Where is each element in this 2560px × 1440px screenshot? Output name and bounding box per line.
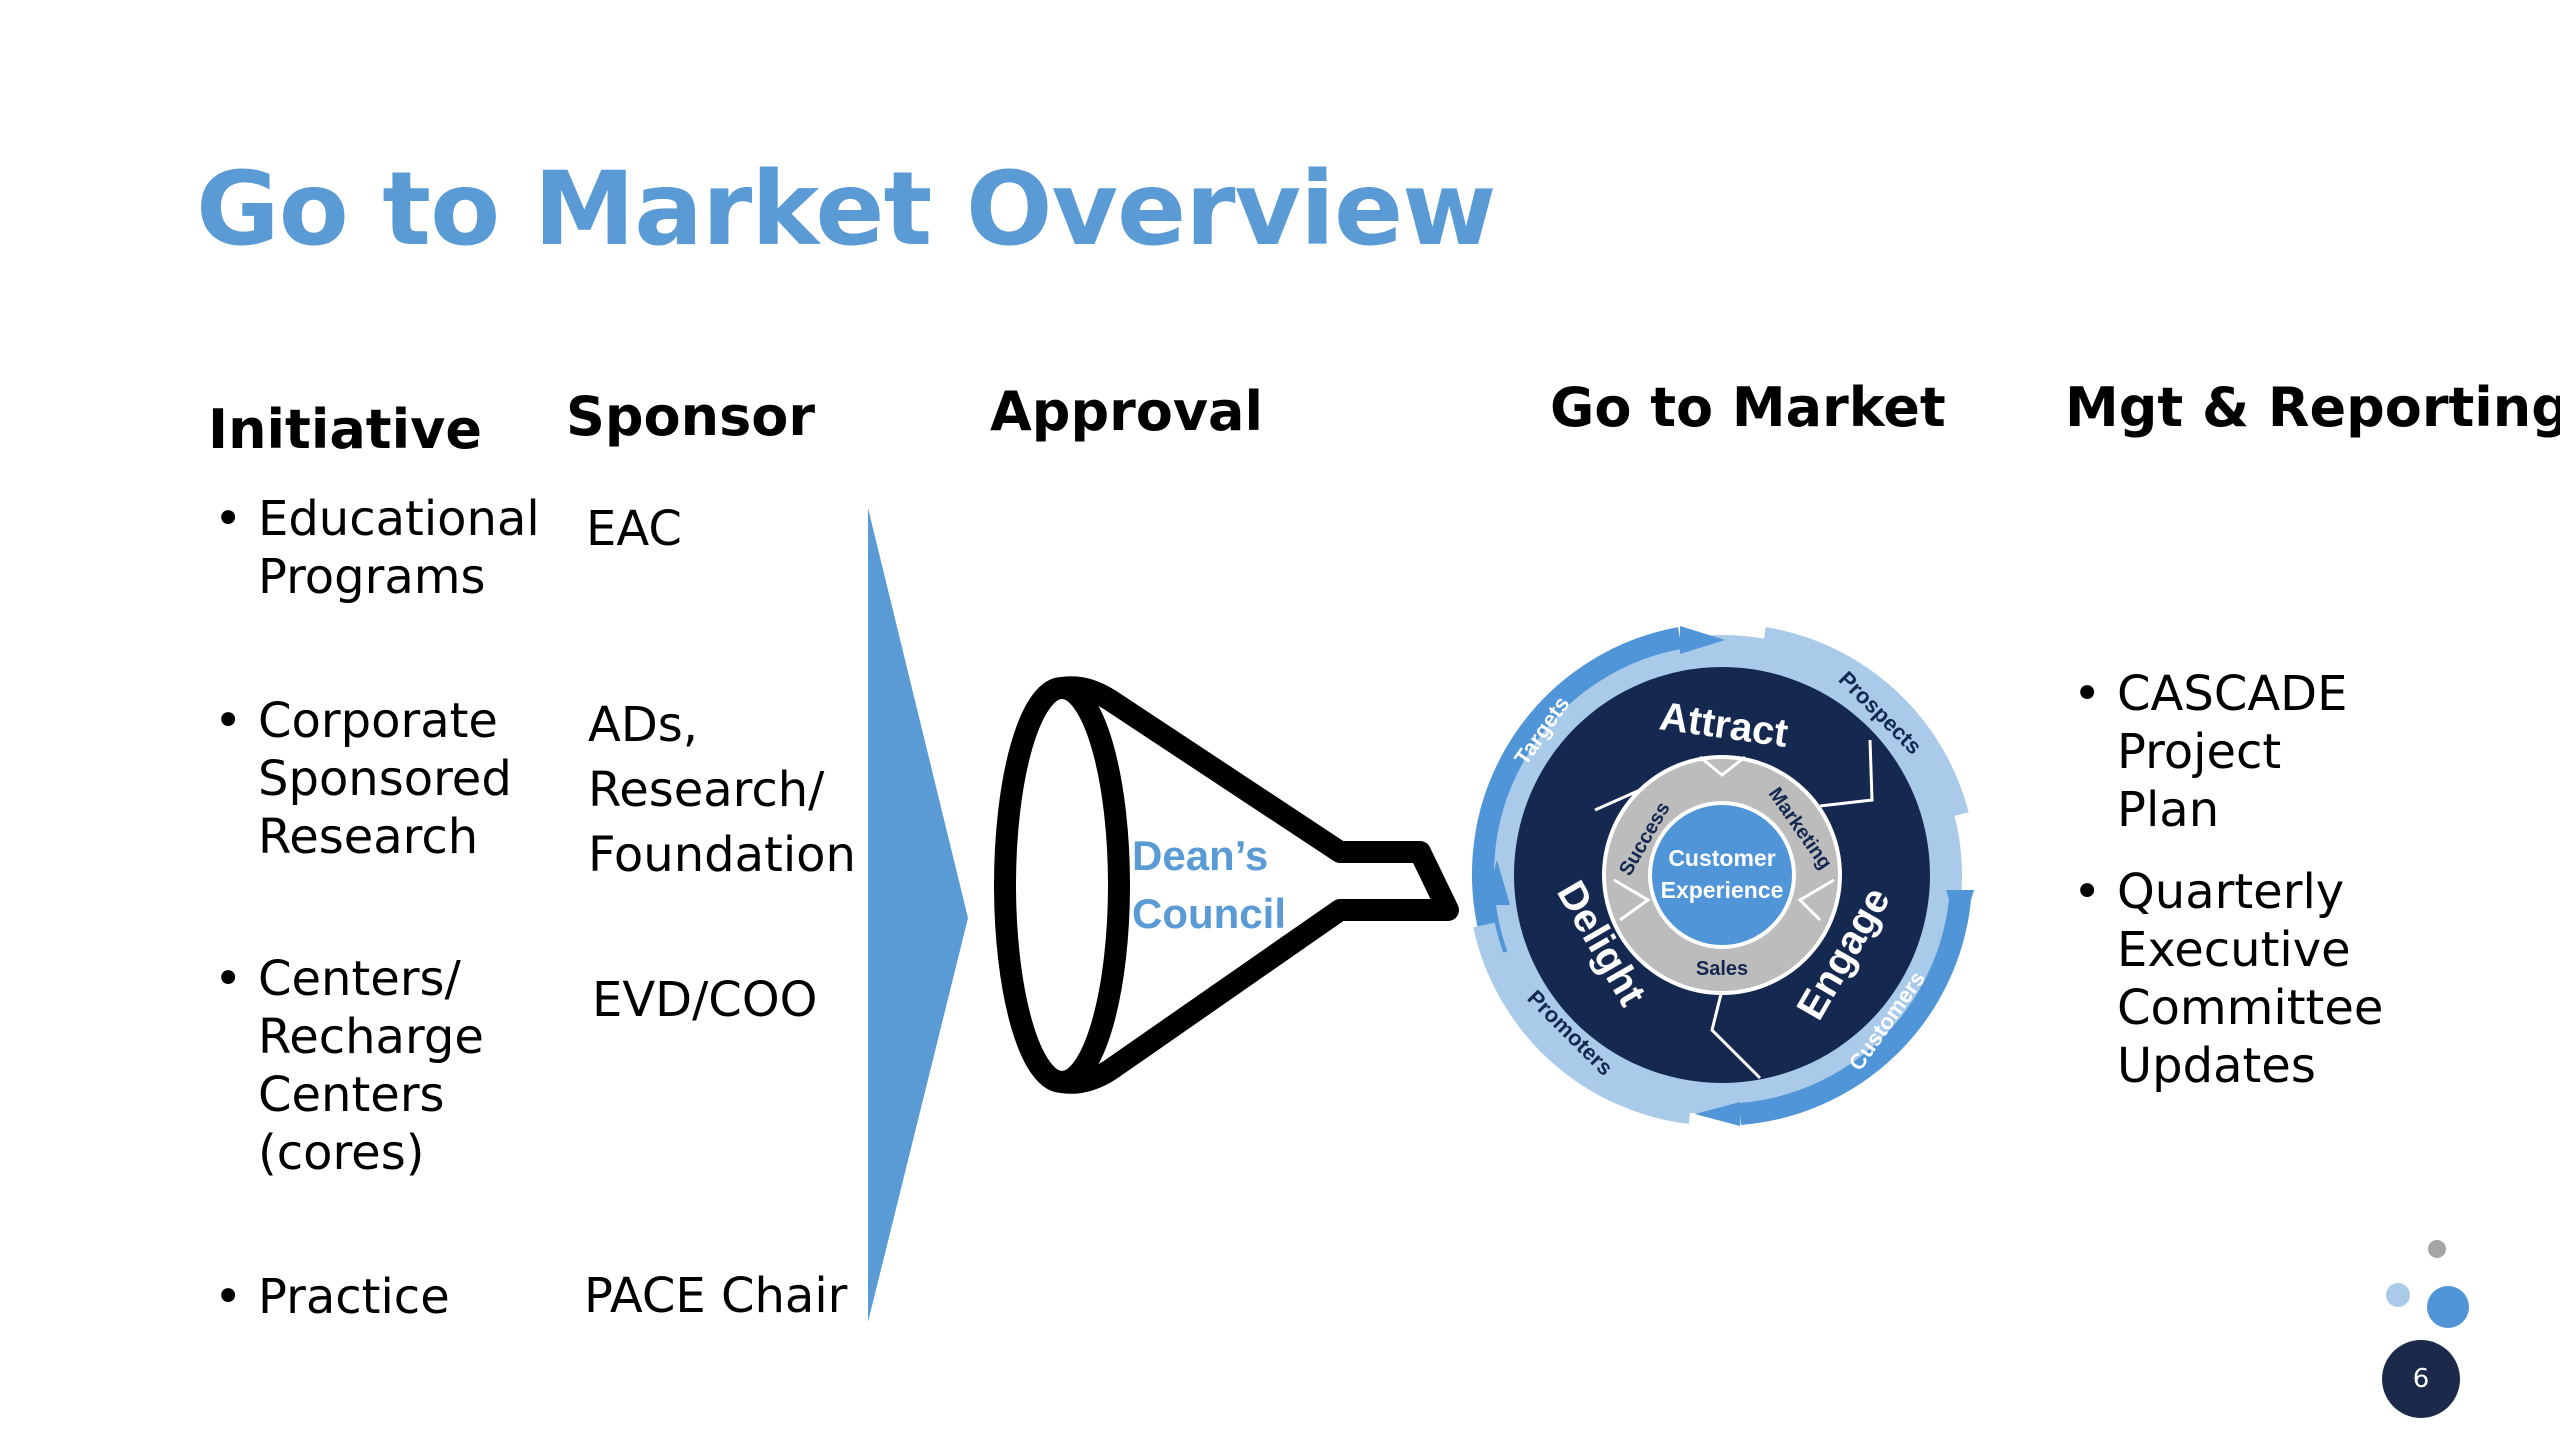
- flywheel-inner-sales: Sales: [1696, 958, 1748, 980]
- sponsor-item: EAC: [586, 501, 682, 557]
- approval-arrow-shape: [868, 508, 968, 1322]
- header-sponsor: Sponsor: [566, 385, 815, 448]
- initiative-item: Educational Programs: [206, 490, 540, 606]
- decor-dot: [2428, 1240, 2446, 1258]
- header-go-to-market: Go to Market: [1550, 376, 1946, 439]
- header-initiative: Initiative: [208, 398, 482, 461]
- initiative-item: Practice: [206, 1268, 450, 1326]
- funnel-label-line1: Dean’s: [1132, 832, 1268, 879]
- page-title: Go to Market Overview: [196, 150, 1496, 269]
- reporting-item: CASCADE Project Plan: [2065, 665, 2347, 839]
- sponsor-item: PACE Chair: [584, 1268, 848, 1324]
- flywheel-center-line1: Customer: [1668, 845, 1775, 871]
- page-number-badge: 6: [2382, 1340, 2460, 1418]
- flywheel-diagram: [1472, 626, 1974, 1126]
- sponsor-item: ADs, Research/ Foundation: [588, 697, 856, 883]
- header-approval: Approval: [990, 380, 1263, 443]
- decor-dot: [2427, 1286, 2469, 1328]
- sponsor-item: EVD/COO: [592, 972, 818, 1028]
- header-mgt-reporting: Mgt & Reporting: [2065, 376, 2560, 439]
- reporting-item: Quarterly Executive Committee Updates: [2065, 863, 2383, 1095]
- funnel-icon: [994, 676, 1459, 1094]
- initiative-item: Centers/ Recharge Centers (cores): [206, 950, 484, 1182]
- flywheel-center-line2: Experience: [1661, 877, 1784, 903]
- initiative-item: Corporate Sponsored Research: [206, 692, 512, 866]
- funnel-label-line2: Council: [1132, 890, 1286, 937]
- decor-dot: [2386, 1283, 2410, 1307]
